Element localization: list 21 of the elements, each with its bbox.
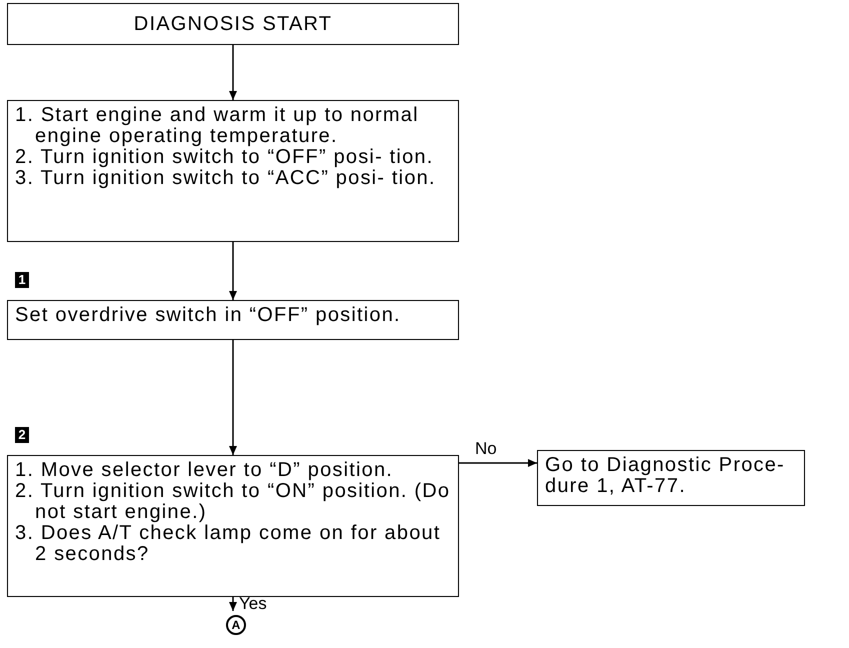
arrow [229, 242, 237, 300]
step-number: 1 [15, 272, 29, 288]
step-text: 1. Start engine and warm it up to normal engine operating temperature. [15, 105, 420, 147]
arrow [459, 459, 537, 467]
process-box [7, 100, 459, 242]
step-text: 2. Turn ignition switch to “ON” position. (Do not start engine.) [15, 481, 451, 523]
step-number: 2 [15, 427, 29, 443]
step-text: DIAGNOSIS START [134, 14, 332, 34]
step-text: 3. Does A/T check lamp come on for about 2 seconds? [15, 523, 442, 565]
step-text: Go to Diagnostic Proce- dure 1, AT-77. [545, 455, 786, 497]
step-text: 1. Move selector lever to “D” position. [15, 460, 394, 481]
step-text: 3. Turn ignition switch to “ACC” posi- tion. [15, 168, 437, 189]
step-text: 2. Turn ignition switch to “OFF” posi- tion. [15, 147, 434, 168]
arrow [229, 340, 237, 455]
process-box [7, 3, 459, 45]
step-text: Set overdrive switch in “OFF” position. [15, 305, 402, 326]
process-box [7, 455, 459, 597]
process-box [537, 450, 805, 506]
process-box [7, 300, 459, 340]
arrow [229, 45, 237, 100]
arrow [229, 597, 237, 611]
